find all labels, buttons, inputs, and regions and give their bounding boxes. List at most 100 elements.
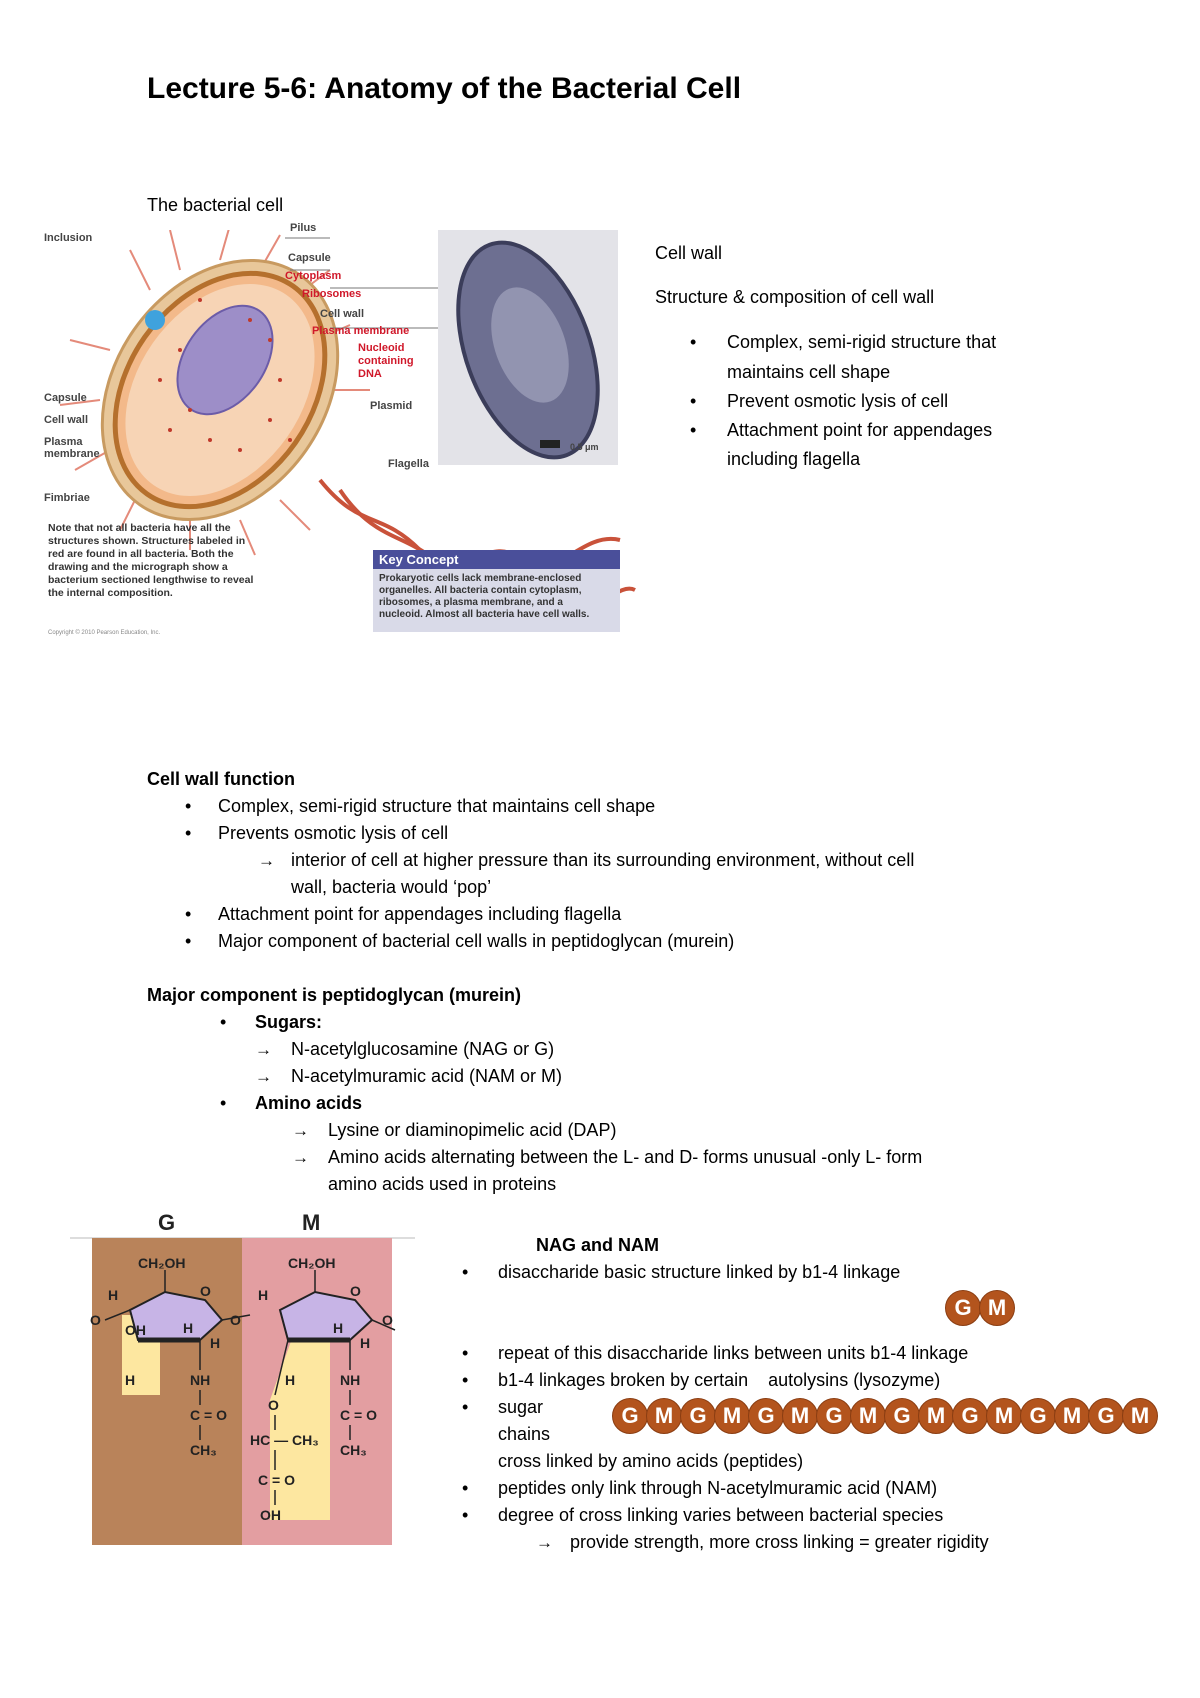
nam-ch2oh: CH₂OH [288,1255,335,1271]
bullet-dot: • [690,420,697,440]
cell-wall-subheading: Structure & composition of cell wall [655,287,935,307]
label-capsule: Capsule [288,252,331,264]
bullet-dot: • [185,823,192,843]
nam-h-right: H [333,1320,343,1336]
bullet-dot: • [690,332,697,352]
nam-h-top: H [258,1287,268,1303]
bullet-dot: • [462,1343,469,1363]
amino-label: Amino acids [255,1093,363,1113]
function-bullet-4: Major component of bacterial cell walls … [218,931,735,951]
nam-co: C = O [340,1407,377,1423]
cell-wall-bullet-3a: Attachment point for appendages [727,420,993,440]
nag-nam-heading: NAG and NAM [536,1235,659,1255]
chain-bead: M [782,1398,818,1434]
cell-wall-bullet-1a: Complex, semi-rigid structure that [727,332,997,352]
nag-oh: OH [125,1322,146,1338]
chain-bead: G [612,1398,648,1434]
label-pilus: Pilus [290,222,317,234]
nag-nam-bullet-1: disaccharide basic structure linked by b… [498,1262,901,1282]
sugar-2: N-acetylmuramic acid (NAM or M) [291,1066,563,1086]
nam-lactyl-co: C = O [258,1472,295,1488]
nag-nam-bullet-2: repeat of this disaccharide links betwee… [498,1343,969,1363]
nag-h-right: H [183,1320,193,1336]
chain-bead: M [986,1398,1022,1434]
label-cell-wall: Cell wall [320,308,365,320]
bullet-dot: • [462,1262,469,1282]
chain-bead: M [850,1398,886,1434]
m-bead: M [979,1290,1015,1326]
nag-o-ring: O [200,1283,211,1299]
cell-wall-bullet-3b: including flagella [727,449,861,469]
bullet-dot: • [462,1478,469,1498]
nag-nam-sub: provide strength, more cross linking = g… [570,1532,989,1552]
chain-bead: M [714,1398,750,1434]
label-cytoplasm: Cytoplasm [285,270,342,282]
sugar-1: N-acetylglucosamine (NAG or G) [291,1039,555,1059]
o-left: O [90,1312,101,1328]
bullet-dot: • [462,1397,469,1417]
chain-bead: M [1054,1398,1090,1434]
g-label: G [158,1210,175,1235]
nam-nh: NH [340,1372,360,1388]
o-middle: O [230,1312,241,1328]
nag-h-top: H [108,1287,118,1303]
amino-2b: amino acids used in proteins [328,1174,557,1194]
arrow-icon: → [536,1533,553,1552]
bullet-dot: • [220,1012,227,1032]
arrow-icon: → [258,851,275,870]
nag-nam-molecule-diagram: G M CH₂OH CH₂OH H H O O O O O OH H H H H… [70,1200,415,1545]
scale-bar-label: 0.5 μm [570,442,599,452]
peptidoglycan-heading: Major component is peptidoglycan (murein… [147,985,522,1005]
chain-bead: G [1088,1398,1124,1434]
cell-wall-heading: Cell wall [655,243,723,263]
function-bullet-3: Attachment point for appendages includin… [218,904,622,924]
bullet-dot: • [690,391,697,411]
nag-nam-bullet-4b: chains [498,1424,551,1444]
bacterial-cell-drawing [59,224,636,612]
label-flagella: Flagella [388,458,429,470]
cell-wall-bullet-1b: maintains cell shape [727,362,891,382]
nag-ch3: CH₃ [190,1442,217,1458]
nag-nam-bullet-4c: cross linked by amino acids (peptides) [498,1451,804,1471]
function-heading: Cell wall function [147,769,296,789]
bullet-dot: • [185,796,192,816]
nam-hc-ch3: HC — CH₃ [250,1432,319,1448]
bullet-dot: • [185,931,192,951]
chain-bead: G [1020,1398,1056,1434]
bacterial-cell-figure: Inclusion Capsule Cell wall Plasma membr… [40,222,640,710]
arrow-icon: → [255,1040,272,1059]
figure-copyright: Copyright © 2010 Pearson Education, Inc. [48,630,161,636]
chain-bead: G [748,1398,784,1434]
label-nucleoid-1: Nucleoid [358,342,405,354]
function-sub-1: interior of cell at higher pressure than… [291,850,915,870]
nag-nam-bullet-5: peptides only link through N-acetylmuram… [498,1478,938,1498]
nag-nam-bullet-4a: sugar [498,1397,544,1417]
nag-co: C = O [190,1407,227,1423]
nag-h-ring: H [210,1335,220,1351]
chain-bead: G [952,1398,988,1434]
label-cell-wall-left: Cell wall [44,414,89,426]
cell-wall-bullet-2: Prevent osmotic lysis of cell [727,391,949,411]
function-sub-2: wall, bacteria would ‘pop’ [291,877,492,897]
chain-bead: G [884,1398,920,1434]
sugars-label: Sugars: [255,1012,323,1032]
key-concept-title: Key Concept [373,550,620,569]
bullet-dot: • [462,1505,469,1525]
label-ribosomes: Ribosomes [302,288,362,300]
bullet-dot: • [185,904,192,924]
nam-lactyl-oh: OH [260,1507,281,1523]
label-fimbriae: Fimbriae [44,492,90,504]
nag-nam-bullet-6: degree of cross linking varies between b… [498,1505,944,1525]
o-right: O [382,1312,393,1328]
arrow-icon: → [255,1067,272,1086]
nag-h-bottom: H [125,1372,135,1388]
key-concept-box: Key Concept Prokaryotic cells lack membr… [373,550,620,632]
label-plasma-membrane-left: Plasma membrane [44,436,100,460]
m-label: M [302,1210,320,1235]
nam-h-ring: H [360,1335,370,1351]
arrow-icon: → [292,1148,309,1167]
bullet-dot: • [220,1093,227,1113]
